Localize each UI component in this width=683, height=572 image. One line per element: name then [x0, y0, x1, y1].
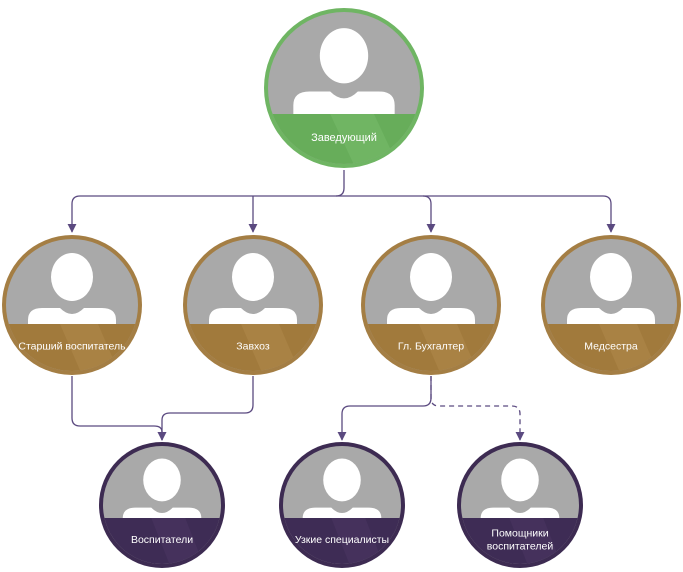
node-label: Воспитатели: [131, 534, 193, 546]
node-label-line: Помощники: [491, 528, 548, 540]
person-icon: [209, 253, 297, 326]
node-label-line: воспитателей: [487, 540, 554, 552]
node-senior-educator[interactable]: Старший воспитатель: [2, 235, 142, 377]
connector-head-nurse: [423, 195, 616, 233]
node-supply-manager[interactable]: Завхоз: [183, 235, 323, 377]
person-icon: [302, 458, 382, 520]
node-specialists[interactable]: Узкие специалисты: [279, 442, 405, 570]
node-label: Заведующий: [311, 132, 377, 144]
connector-supply-educators: [157, 376, 254, 441]
node-label: Завхоз: [236, 341, 270, 353]
person-icon: [567, 253, 655, 326]
node-nurse[interactable]: Медсестра: [541, 235, 681, 377]
person-icon: [387, 253, 475, 326]
node-label: Узкие специалисты: [295, 534, 389, 546]
avatar: [461, 446, 579, 564]
person-icon: [293, 28, 395, 116]
person-icon: [480, 458, 560, 520]
avatar: [187, 239, 319, 371]
connector-head-bus: [67, 170, 345, 233]
node-label: Медсестра: [584, 341, 638, 353]
node-head[interactable]: Заведующий: [264, 8, 424, 170]
node-educators[interactable]: Воспитатели: [99, 442, 225, 570]
connector-senior-educators: [71, 376, 167, 441]
avatar: [103, 446, 221, 564]
node-label: Гл. Бухгалтер: [398, 341, 464, 353]
person-icon: [28, 253, 116, 326]
connector-accountant-specialists: [337, 376, 432, 441]
connector-head-accountant: [336, 195, 436, 233]
node-chief-accountant[interactable]: Гл. Бухгалтер: [361, 235, 501, 377]
node-label: Старший воспитатель: [18, 341, 126, 353]
connectors: [67, 170, 616, 441]
person-icon: [122, 458, 202, 520]
connector-accountant-assistants: [430, 376, 525, 441]
